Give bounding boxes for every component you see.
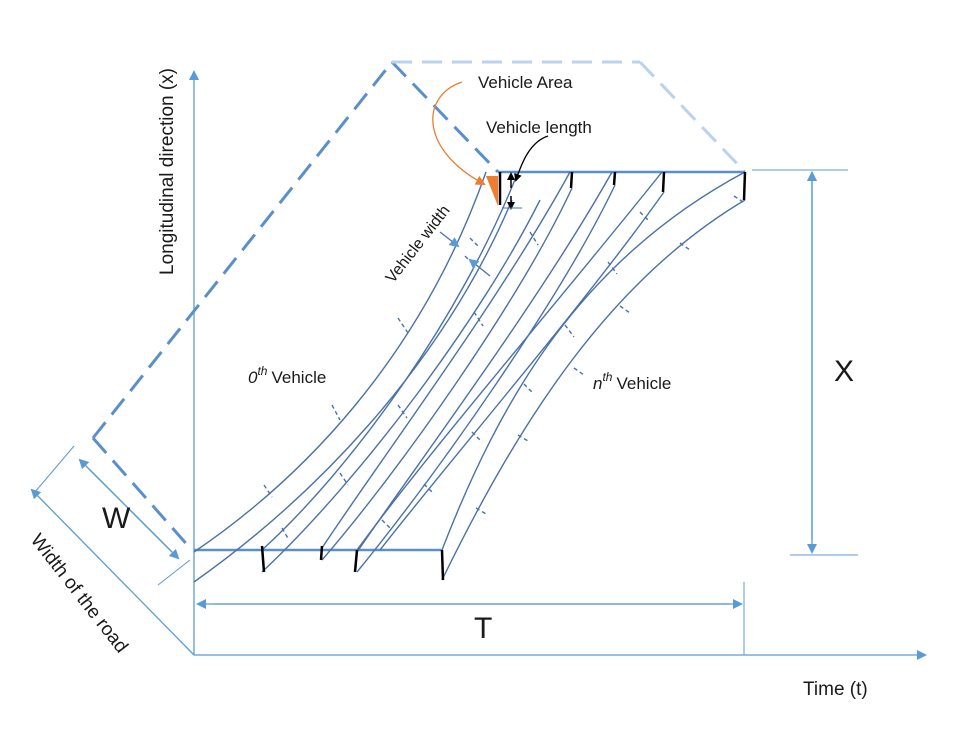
trajectory-3-edge-a [356, 171, 613, 553]
depth-axis-label: Width of the road [26, 530, 132, 657]
dimension-T-label: T [474, 612, 492, 645]
trajectory-n-edge-b [441, 199, 746, 581]
dimension-T [196, 582, 745, 655]
vehicle-area-shape [486, 176, 498, 206]
road-box-outline [91, 60, 747, 549]
vehicle-area-callout [432, 81, 486, 185]
trajectory-0-edge-b [193, 199, 513, 583]
trajectory-2-edge-b [321, 187, 573, 561]
trajectory-0-edge-a [193, 171, 487, 553]
cross-sections [263, 195, 744, 541]
vehicle-width-label: Vehicle width [383, 202, 454, 286]
depth-axis [30, 488, 195, 656]
vehicle-length-ticks [260, 171, 747, 581]
trajectory-4-edge-a [356, 171, 663, 551]
axes [30, 70, 927, 660]
road-edges [194, 170, 745, 552]
dimension-W [34, 445, 191, 586]
trajectory-4-edge-b [379, 191, 665, 551]
vehicle-trajectories [193, 171, 746, 583]
vehicle-width-arrow [439, 231, 460, 248]
vehicle-length-label: Vehicle length [486, 118, 592, 137]
dimension-W-label: W [102, 502, 131, 535]
dimension-X-label: X [834, 355, 854, 388]
trajectory-3-edge-b [356, 184, 616, 573]
y-axis-label: Longitudinal direction (x) [157, 68, 178, 275]
x-axis-label: Time (t) [803, 679, 868, 700]
trajectory-2-edge-a [321, 171, 571, 549]
trajectory-1-edge-b [261, 199, 541, 573]
trajectory-n-edge-a [441, 171, 746, 551]
vehicle-area-label: Vehicle Area [478, 73, 573, 92]
trajectory-1-edge-a [261, 171, 519, 551]
dimension-X [752, 169, 858, 556]
vehicle-length-callout [514, 135, 549, 182]
